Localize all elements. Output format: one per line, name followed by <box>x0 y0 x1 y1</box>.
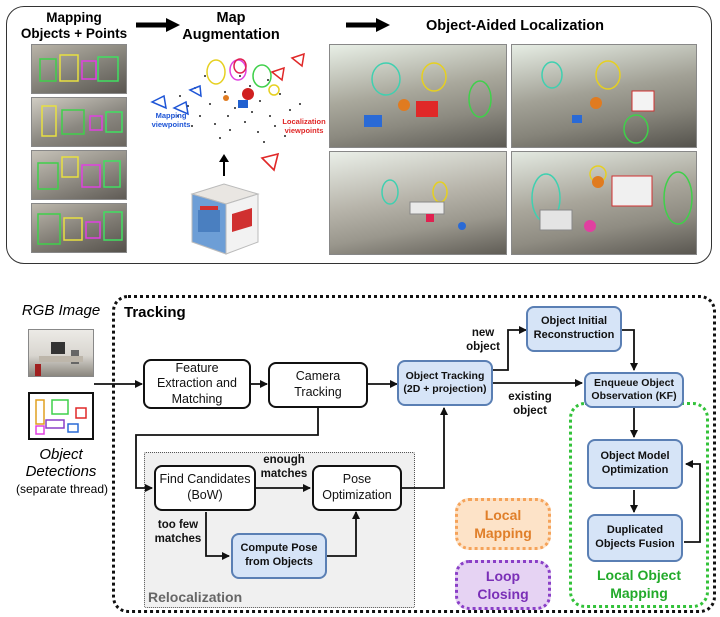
object-model-optimization-label: Object Model Optimization <box>600 450 670 476</box>
camera-icon <box>150 84 202 116</box>
separate-thread-label: (separate thread) <box>15 482 109 496</box>
tracking-container <box>112 295 716 613</box>
local-object-mapping-container <box>569 402 709 608</box>
localization-viewpoints-label: Localization viewpoints <box>282 117 326 135</box>
object-detections-icon <box>28 392 94 440</box>
augmentation-title: Map Augmentation <box>182 10 280 44</box>
find-candidates-label: Find Candidates (BoW) <box>159 472 251 502</box>
camera-tracking-label: Camera Tracking <box>294 369 342 399</box>
pose-optimization-label: Pose Optimization <box>322 472 392 502</box>
localization-photo <box>329 44 507 148</box>
pose-optimization-box: Pose Optimization <box>312 465 402 511</box>
loop-closing-box <box>455 560 551 610</box>
local-mapping-box <box>455 498 551 550</box>
mapping-title: Mapping Objects + Points <box>20 10 128 42</box>
object-model-optimization-box: Object Model Optimization <box>587 439 683 489</box>
enqueue-object-box: Enqueue Object Observation (KF) <box>584 372 684 408</box>
mapping-photo <box>31 97 127 147</box>
mapping-photo <box>31 44 127 94</box>
local-object-mapping-title: Local Object Mapping <box>596 567 682 601</box>
enqueue-object-label: Enqueue Object Observation (KF) <box>591 376 677 402</box>
feature-extraction-label: Feature Extraction and Matching <box>157 360 237 406</box>
duplicated-fusion-label: Duplicated Objects Fusion <box>595 524 675 550</box>
find-candidates-box: Find Candidates (BoW) <box>154 465 256 511</box>
loop-closing-label: Loop Closing <box>477 568 529 603</box>
object-initial-reconstruction-box: Object Initial Reconstruction <box>526 306 622 352</box>
new-object-label: new object <box>466 327 500 353</box>
feature-extraction-box: Feature Extraction and Matching <box>143 359 251 409</box>
camera-icon <box>270 52 305 82</box>
camera-icon <box>260 152 280 172</box>
localization-photo <box>329 151 507 255</box>
arrow-up-icon <box>219 154 229 176</box>
compute-pose-box: Compute Pose from Objects <box>231 533 327 579</box>
compute-pose-label: Compute Pose from Objects <box>240 542 318 568</box>
mapping-photo <box>31 150 127 200</box>
relocalization-title: Relocalization <box>148 589 243 605</box>
arrow-right-icon <box>346 18 390 32</box>
localization-photo <box>511 151 697 255</box>
point-cloud-map <box>177 58 301 143</box>
rgb-image-thumbnail <box>28 329 94 377</box>
textured-cube <box>190 183 260 255</box>
object-initial-reconstruction-label: Object Initial Reconstruction <box>533 315 615 341</box>
enough-matches-label: enough matches <box>260 454 308 480</box>
rgb-image-label: RGB Image <box>21 302 101 319</box>
object-tracking-label: Object Tracking (2D + projection) <box>403 369 487 395</box>
tracking-title: Tracking <box>124 304 186 321</box>
existing-object-label: existing object <box>508 391 552 417</box>
duplicated-fusion-box: Duplicated Objects Fusion <box>587 514 683 562</box>
camera-tracking-box: Camera Tracking <box>268 362 368 408</box>
arrow-right-icon <box>136 18 180 32</box>
mapping-viewpoints-label: Mapping viewpoints <box>151 111 191 129</box>
object-tracking-box: Object Tracking (2D + projection) <box>397 360 493 406</box>
localization-title: Object-Aided Localization <box>425 18 605 34</box>
too-few-matches-label: too few matches <box>154 519 202 545</box>
localization-photo <box>511 44 697 148</box>
mapping-photo <box>31 203 127 253</box>
local-mapping-label: Local Mapping <box>474 507 532 542</box>
object-detections-label: Object Detections <box>25 446 97 481</box>
